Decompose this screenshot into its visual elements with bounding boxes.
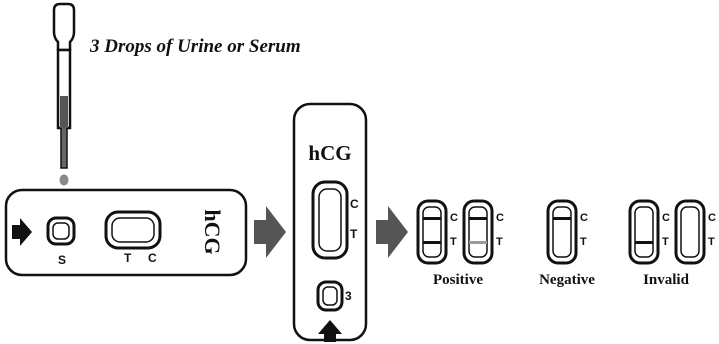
instruction-text: 3 Drops of Urine or Serum [89, 36, 301, 57]
vertical-test-label: T [350, 227, 358, 241]
strip-control-label: C [580, 212, 588, 224]
result-strip: CT [416, 199, 458, 265]
strip-test-label: T [708, 236, 715, 248]
vertical-sample-well [316, 280, 344, 312]
vertical-sample-label: 3 [345, 289, 352, 303]
vertical-brand-label: hCG [308, 141, 351, 165]
result-group-negative: CT Negative [539, 199, 595, 288]
horizontal-cassette: S C T hCG [4, 188, 248, 277]
strip-test-label: T [580, 236, 587, 248]
result-label: Positive [433, 272, 483, 288]
control-line [423, 217, 441, 220]
strip-control-label: C [708, 212, 716, 224]
result-strip: CT [546, 199, 588, 265]
strip-test-label: T [662, 236, 669, 248]
test-line [635, 241, 653, 244]
dropper-icon [52, 2, 76, 169]
result-strip: CT [462, 199, 504, 265]
strip-test-label: T [450, 236, 457, 248]
strip-control-label: C [662, 212, 670, 224]
strip-control-label: C [450, 212, 458, 224]
sample-well-label: S [58, 253, 66, 267]
result-strip: CT [674, 199, 716, 265]
control-line [469, 217, 487, 220]
vertical-control-label: C [350, 197, 359, 211]
step-arrow-icon-1 [254, 206, 286, 258]
result-label: Invalid [643, 272, 690, 288]
vertical-insert-arrow-icon [318, 320, 342, 342]
control-line [553, 217, 571, 220]
sample-well [46, 216, 76, 246]
control-label: C [148, 251, 157, 265]
strip-control-label: C [496, 212, 504, 224]
insert-arrow-icon [12, 218, 32, 246]
strip-test-label: T [496, 236, 503, 248]
vertical-cassette: hCG C T 3 [292, 102, 368, 342]
test-label: T [124, 251, 132, 265]
result-label: Negative [539, 272, 595, 288]
step-arrow-icon-2 [376, 206, 408, 258]
test-line [469, 241, 487, 244]
brand-label: hCG [200, 209, 225, 254]
result-strip: CT [628, 199, 670, 265]
drop-1 [59, 174, 69, 186]
result-window [104, 210, 162, 250]
test-line [423, 241, 441, 244]
vertical-result-window [311, 180, 349, 260]
